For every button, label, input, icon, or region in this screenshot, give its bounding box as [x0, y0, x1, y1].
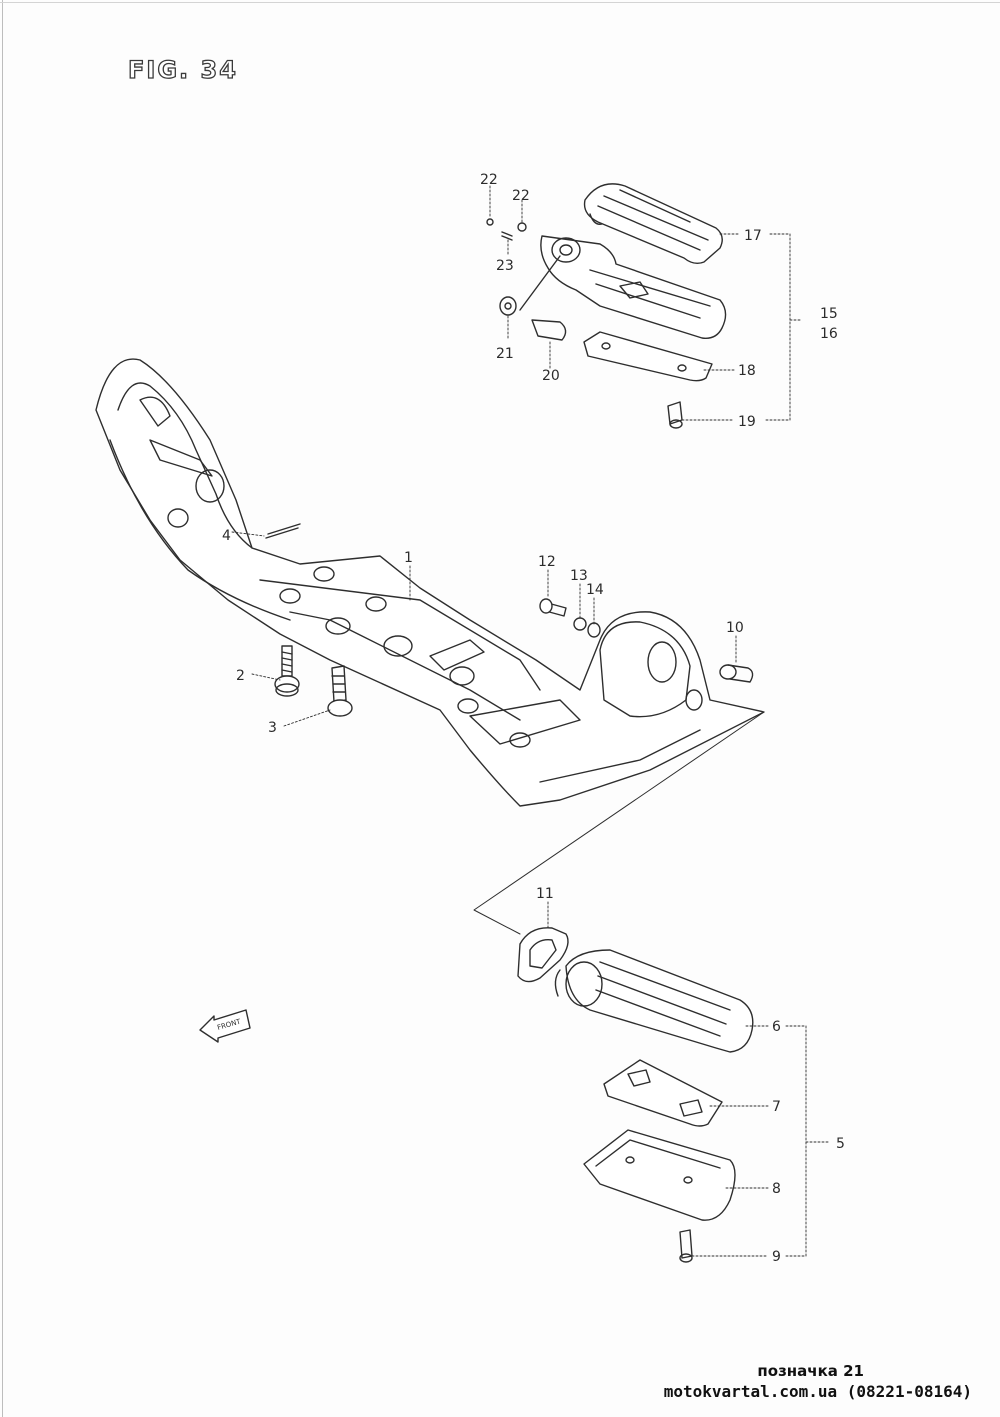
page-reference-label: позначка 21 [757, 1362, 864, 1380]
cap-10 [719, 664, 754, 683]
callout-14: 14 [586, 582, 604, 598]
lower-footrest-screw [679, 1229, 693, 1263]
callout-23: 23 [496, 258, 514, 274]
main-footrest-bracket [95, 358, 765, 807]
upper-footrest-rubber [583, 331, 713, 382]
callout-2: 2 [236, 668, 245, 684]
callout-18: 18 [738, 363, 756, 379]
lower-footrest-rubber [583, 1129, 736, 1221]
callout-1: 1 [404, 550, 413, 566]
callout-6: 6 [772, 1019, 781, 1035]
upper-footrest-bracket [540, 235, 727, 339]
callout-20: 20 [542, 368, 560, 384]
callout-13: 13 [570, 568, 588, 584]
callout-21: 21 [496, 346, 514, 362]
figure-title: FIG. 34 [127, 55, 238, 84]
bolt-12-washers [539, 598, 601, 638]
bolt-3 [327, 665, 353, 717]
upper-footrest-peg [583, 183, 723, 265]
pin-4 [265, 523, 301, 539]
callout-15: 15 [820, 306, 838, 322]
callout-4: 4 [222, 528, 231, 544]
upper-small-parts [486, 218, 567, 341]
source-website-label: motokvartal.com.ua (08221-08164) [663, 1382, 972, 1401]
lower-footrest-plate [603, 1059, 723, 1127]
callout-3: 3 [268, 720, 277, 736]
leader-lines [231, 185, 831, 1257]
callout-7: 7 [772, 1099, 781, 1115]
callout-17: 17 [744, 228, 762, 244]
callout-9: 9 [772, 1249, 781, 1265]
callout-labels: 1 2 3 4 5 6 7 8 9 10 11 12 13 14 15 16 1… [222, 172, 845, 1265]
callout-5: 5 [836, 1136, 845, 1152]
front-direction-arrow-icon: FRONT [199, 1009, 251, 1043]
scan-edge-left [2, 0, 3, 1417]
connector-lines [473, 711, 765, 935]
callout-16: 16 [820, 326, 838, 342]
callout-12: 12 [538, 554, 556, 570]
bolt-2 [274, 645, 300, 697]
callout-22-left: 22 [480, 172, 498, 188]
callout-22-right: 22 [512, 188, 530, 204]
lower-footrest-peg [554, 949, 754, 1053]
upper-footrest-screw [667, 401, 683, 429]
callout-19: 19 [738, 414, 756, 430]
callout-8: 8 [772, 1181, 781, 1197]
scan-edge-top [0, 2, 1000, 3]
callout-11: 11 [536, 886, 554, 902]
callout-10: 10 [726, 620, 744, 636]
gasket-11 [517, 927, 569, 983]
